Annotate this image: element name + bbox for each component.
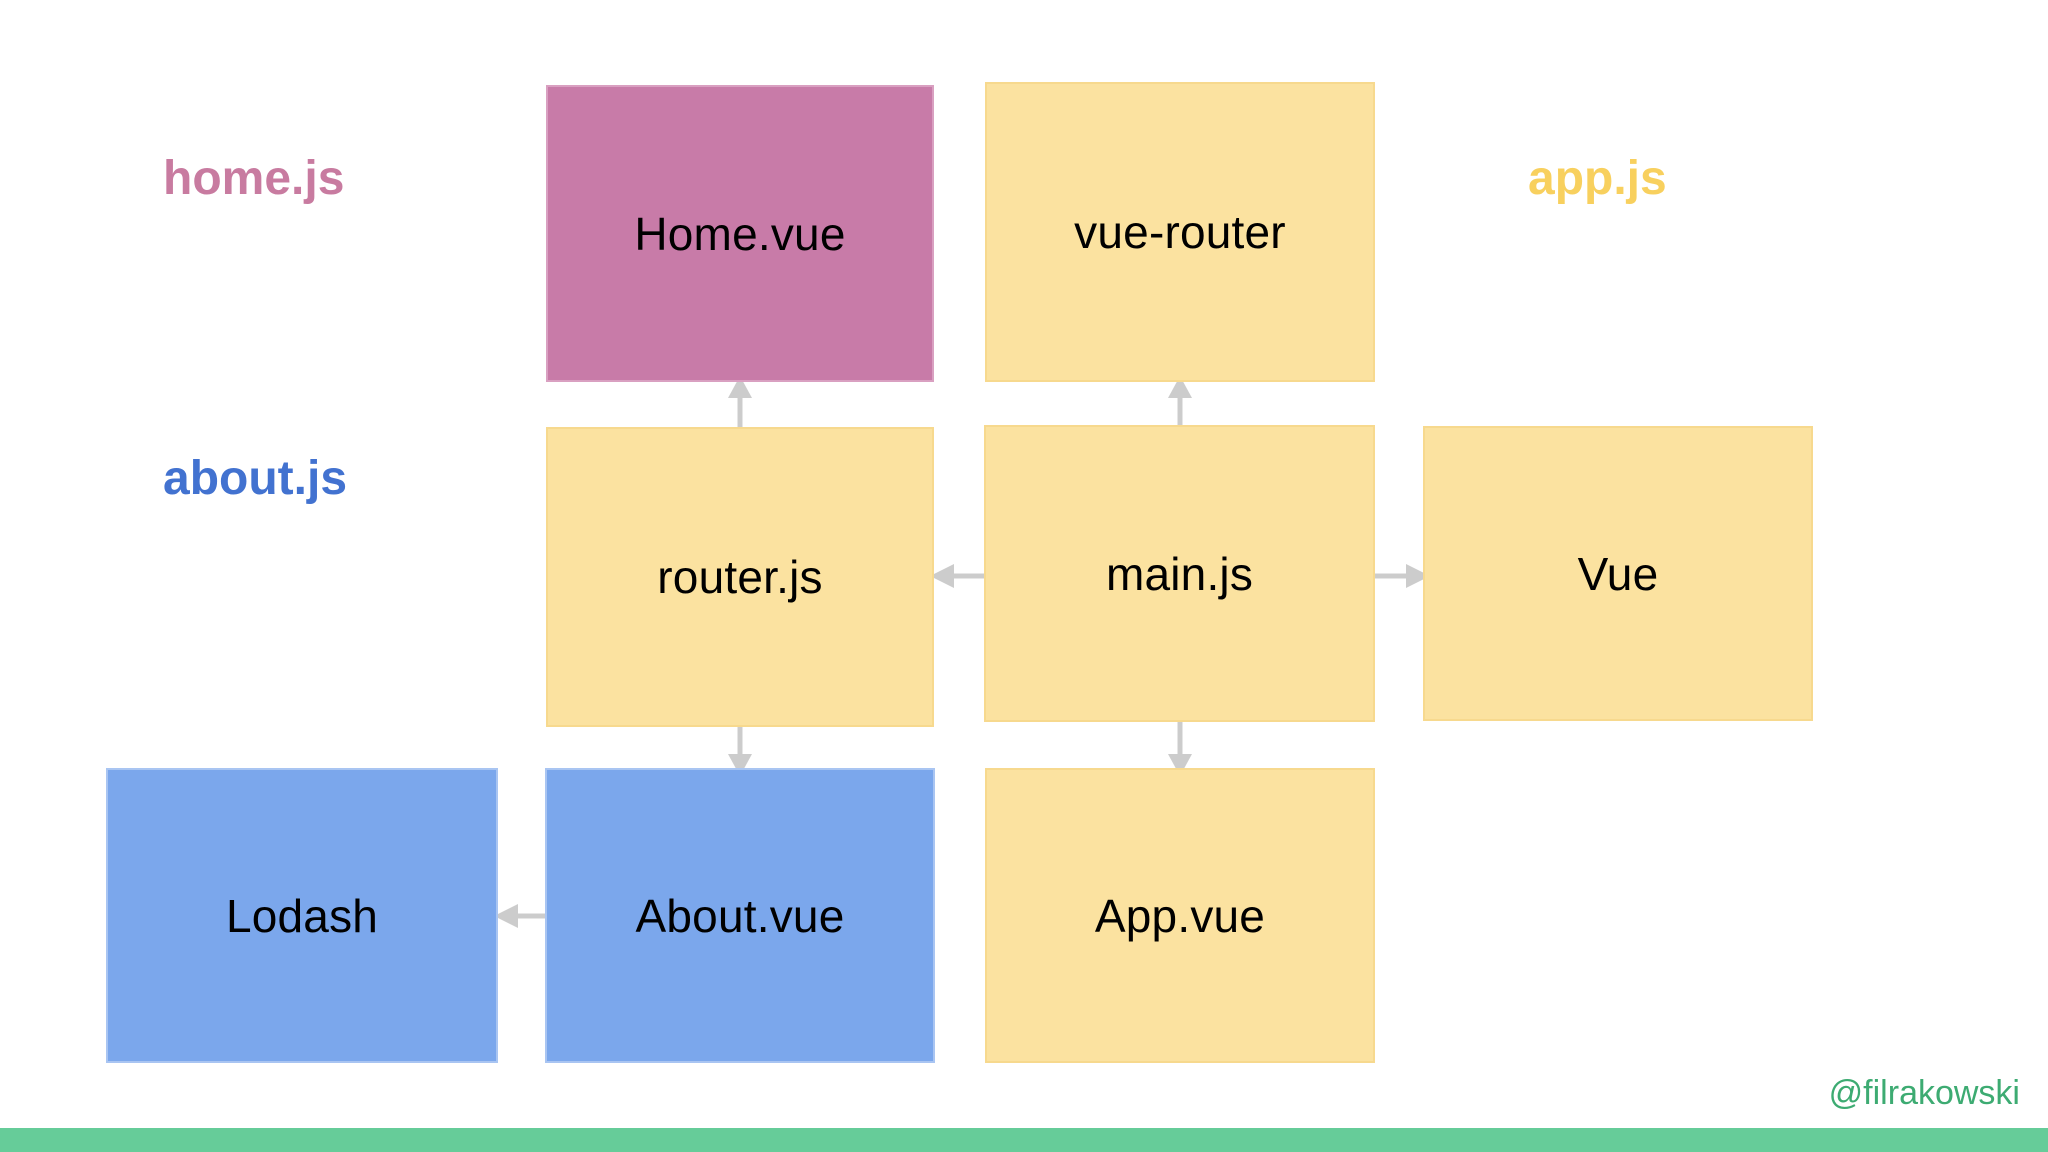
edge-router-js-to-home-vue: [720, 372, 760, 432]
node-label: main.js: [1105, 547, 1254, 600]
footer-accent-bar: [0, 1128, 2048, 1152]
node-app-vue[interactable]: App.vue: [985, 768, 1375, 1063]
group-label-home-js: home.js: [163, 152, 345, 205]
node-label: About.vue: [635, 889, 845, 942]
node-vue[interactable]: Vue: [1423, 426, 1813, 721]
node-label: Home.vue: [634, 207, 846, 260]
node-lodash[interactable]: Lodash: [106, 768, 498, 1063]
node-vue-router[interactable]: vue-router: [985, 82, 1375, 382]
node-main-js[interactable]: main.js: [984, 425, 1375, 722]
group-label-app-js: app.js: [1528, 152, 1667, 205]
group-label-about-js: about.js: [163, 452, 348, 505]
node-about-vue[interactable]: About.vue: [545, 768, 935, 1063]
node-home-vue[interactable]: Home.vue: [546, 85, 934, 382]
author-handle: @filrakowski: [1828, 1074, 2020, 1112]
node-label: vue-router: [1074, 206, 1286, 258]
node-label: Lodash: [225, 889, 379, 942]
edge-main-js-to-app-vue: [1160, 720, 1200, 780]
node-label: App.vue: [1094, 889, 1266, 942]
node-router-js[interactable]: router.js: [546, 427, 934, 727]
node-label: router.js: [657, 551, 823, 603]
node-label: Vue: [1577, 547, 1659, 600]
